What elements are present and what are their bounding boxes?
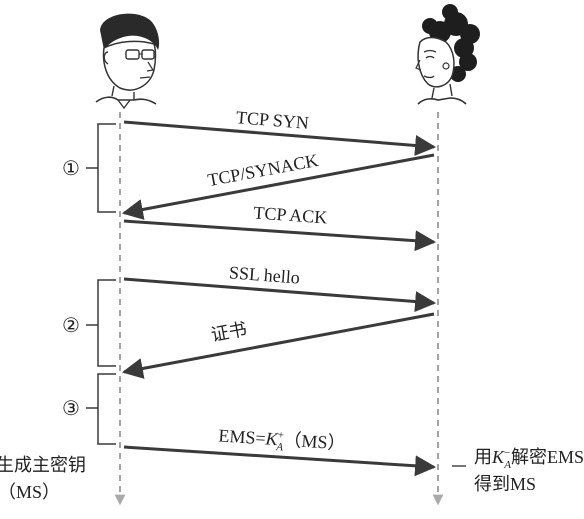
phase-2-bracket xyxy=(86,279,116,367)
phase-2-marker: ② xyxy=(62,315,80,337)
ems-label-prefix: EMS= xyxy=(218,425,266,448)
tcp-syn-arrow xyxy=(123,120,437,156)
ems-label: EMS=K+A（MS） xyxy=(218,425,346,457)
server-note-line2: 得到MS xyxy=(474,474,536,494)
phase-3-marker: ③ xyxy=(62,398,80,420)
server-note-suffix: 解密EMS xyxy=(511,447,584,467)
tcp-syn-label: TCP SYN xyxy=(235,107,309,133)
client-note-line2: （MS） xyxy=(0,482,60,502)
certificate-arrow xyxy=(121,312,435,379)
ems-arrow xyxy=(123,445,437,477)
ssl-hello-arrow xyxy=(123,277,437,313)
phase-1-marker: ① xyxy=(62,158,80,180)
server-avatar-icon xyxy=(415,4,480,105)
tcp-synack-label: TCP/SYNACK xyxy=(206,150,320,190)
tcp-ack-label: TCP ACK xyxy=(253,203,328,228)
client-avatar-icon xyxy=(95,13,160,110)
server-note-line1: 用K−A解密EMS xyxy=(474,447,584,471)
server-note-key: K xyxy=(491,447,505,467)
ssl-hello-label: SSL hello xyxy=(228,262,300,287)
phase-3-bracket xyxy=(86,373,116,445)
client-note-line1: 生成主密钥 xyxy=(0,455,86,475)
ems-label-suffix: （MS） xyxy=(283,430,346,454)
server-note-key-sup: − xyxy=(504,447,510,459)
certificate-label: 证书 xyxy=(209,319,248,345)
phase-1-bracket xyxy=(86,123,116,213)
ems-label-key-sub: A xyxy=(275,441,284,453)
server-note-key-sub: A xyxy=(503,459,511,471)
tcp-synack-arrow xyxy=(121,153,435,220)
ems-label-key-sup: + xyxy=(277,429,284,441)
ems-label-key: K xyxy=(264,428,279,449)
tcp-ack-arrow xyxy=(123,219,437,252)
server-note-prefix: 用 xyxy=(474,447,492,467)
